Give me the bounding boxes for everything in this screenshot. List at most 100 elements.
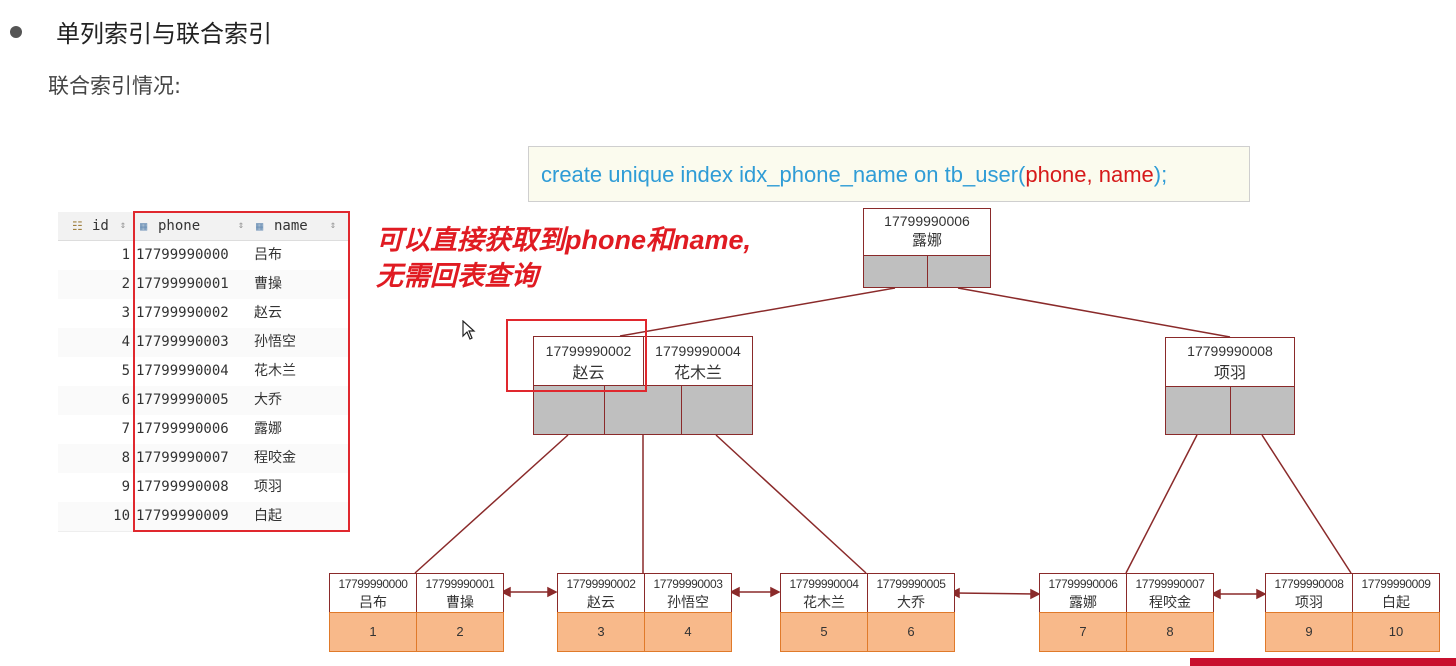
root-name: 露娜: [911, 232, 942, 249]
cell-name: 白起: [254, 508, 282, 524]
table-row[interactable]: 7 17799990006 露娜: [58, 415, 348, 445]
leaf-phone: 17799990001: [425, 577, 495, 591]
sql-columns: phone, name: [1025, 162, 1154, 187]
cell-name: 赵云: [254, 305, 282, 321]
leaf-phone: 17799990000: [338, 577, 408, 591]
mid-right-phone: 17799990008: [1187, 343, 1273, 359]
cell-id: 10: [113, 508, 130, 524]
root-pointer: [863, 255, 928, 288]
leaf-name: 孙悟空: [667, 594, 709, 610]
table-row[interactable]: 10 17799990009 白起: [58, 502, 348, 532]
leaf-row-id: 10: [1352, 612, 1440, 652]
cell-phone: 17799990001: [136, 276, 229, 292]
cell-id: 5: [121, 363, 130, 379]
mid-right-name: 项羽: [1213, 365, 1246, 382]
mid-left-name: 花木兰: [673, 365, 722, 382]
root-phone: 17799990006: [884, 213, 970, 229]
sort-icon[interactable]: ⇕: [330, 220, 337, 231]
leaf-row-id: 5: [780, 612, 868, 652]
leaf-row-id: 3: [557, 612, 645, 652]
cell-id: 6: [121, 392, 130, 408]
cell-phone: 17799990004: [136, 363, 229, 379]
mouse-cursor-icon: [462, 319, 476, 344]
sql-statement: create unique index idx_phone_name on tb…: [528, 146, 1250, 202]
leaf-name: 赵云: [587, 594, 615, 610]
mid-left-phone: 17799990004: [655, 343, 741, 359]
callout-line-2: 无需回表查询: [376, 261, 538, 291]
column-header-phone[interactable]: phone: [158, 218, 201, 234]
cell-phone: 17799990009: [136, 508, 229, 524]
leaf-key: 17799990005 大乔: [867, 573, 955, 613]
leaf-key: 17799990000 吕布: [329, 573, 417, 613]
leaf-name: 大乔: [897, 594, 925, 610]
leaf-phone: 17799990004: [789, 577, 859, 591]
cell-id: 7: [121, 421, 130, 437]
mid-left-key: 17799990002 赵云: [533, 336, 644, 386]
cell-id: 3: [121, 305, 130, 321]
column-table-icon: ▦: [140, 219, 148, 233]
leaf-row-id: 7: [1039, 612, 1127, 652]
sql-suffix: );: [1153, 162, 1168, 187]
callout-line-1: 可以直接获取到phone和name,: [376, 225, 752, 255]
sort-icon[interactable]: ⇕: [238, 220, 245, 231]
cell-name: 项羽: [254, 479, 282, 495]
leaf-phone: 17799990007: [1135, 577, 1205, 591]
column-header-name[interactable]: name: [274, 218, 308, 234]
mid-left-pointer: [681, 385, 753, 435]
leaf-row-id: 8: [1126, 612, 1214, 652]
sort-icon[interactable]: ⇕: [120, 220, 127, 231]
cell-id: 4: [121, 334, 130, 350]
cell-id: 1: [121, 247, 130, 263]
leaf-key: 17799990004 花木兰: [780, 573, 868, 613]
sql-prefix: create unique index idx_phone_name on tb…: [541, 162, 1026, 187]
leaf-row-id: 4: [644, 612, 732, 652]
mid-left-pointer: [533, 385, 605, 435]
cell-name: 吕布: [254, 247, 282, 263]
leaf-phone: 17799990002: [566, 577, 636, 591]
covering-index-callout: 可以直接获取到phone和name, 无需回表查询: [376, 222, 751, 294]
mid-right-key: 17799990008 项羽: [1165, 337, 1295, 387]
table-row[interactable]: 5 17799990004 花木兰: [58, 357, 348, 387]
leaf-row-id: 2: [416, 612, 504, 652]
column-key-icon: ☷: [72, 219, 83, 233]
cell-name: 曹操: [254, 276, 282, 292]
cell-name: 露娜: [254, 421, 282, 437]
leaf-row-id: 1: [329, 612, 417, 652]
leaf-name: 程咬金: [1149, 594, 1191, 610]
mid-left-name: 赵云: [572, 365, 605, 382]
column-header-id[interactable]: id: [92, 218, 109, 234]
leaf-name: 花木兰: [803, 594, 845, 610]
leaf-key: 17799990002 赵云: [557, 573, 645, 613]
cell-phone: 17799990008: [136, 479, 229, 495]
bullet-dot: [10, 26, 22, 38]
corner-banner: [1190, 658, 1456, 666]
leaf-name: 白起: [1382, 594, 1410, 610]
leaf-name: 吕布: [359, 594, 387, 610]
mid-left-phone: 17799990002: [545, 343, 632, 359]
leaf-phone: 17799990005: [876, 577, 946, 591]
highlight-box-key: [506, 319, 647, 392]
leaf-name: 露娜: [1069, 594, 1097, 610]
cell-id: 9: [121, 479, 130, 495]
cell-name: 大乔: [254, 392, 282, 408]
leaf-key: 17799990003 孙悟空: [644, 573, 732, 613]
cell-name: 花木兰: [254, 363, 296, 379]
cell-phone: 17799990006: [136, 421, 229, 437]
cell-phone: 17799990003: [136, 334, 229, 350]
sub-heading: 联合索引情况:: [48, 74, 182, 98]
leaf-phone: 17799990003: [653, 577, 723, 591]
root-pointer: [927, 255, 991, 288]
cell-phone: 17799990007: [136, 450, 229, 466]
